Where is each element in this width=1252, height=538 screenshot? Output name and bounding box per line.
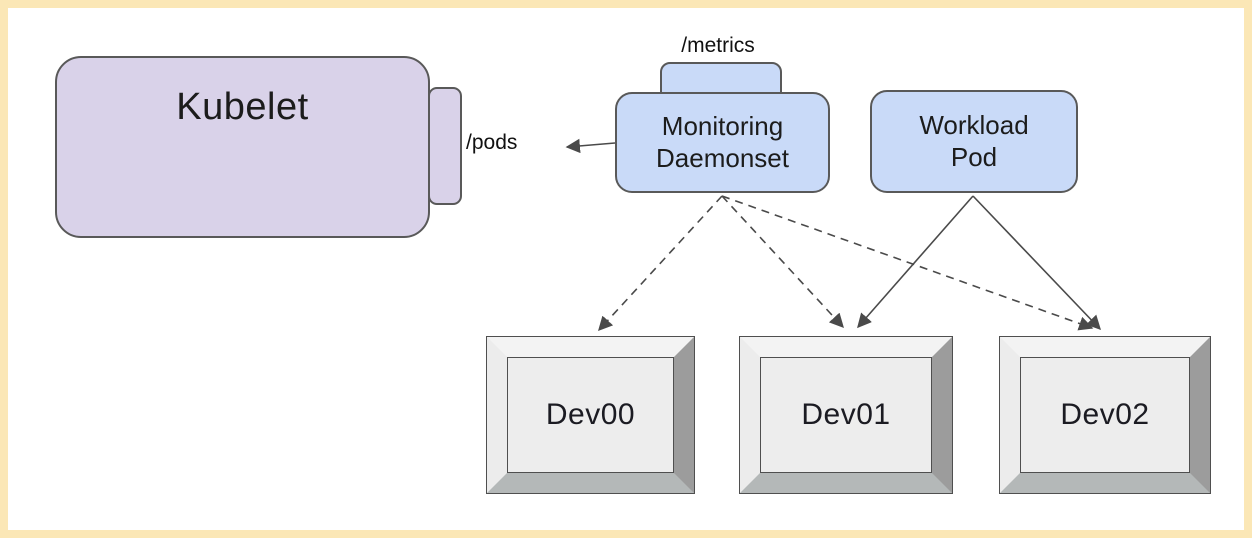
kubelet-port-tab (428, 87, 462, 205)
dev00-label: Dev00 (545, 398, 636, 431)
monitoring-daemonset-label: Monitoring Daemonset (656, 111, 789, 173)
kubelet-node: Kubelet (55, 56, 430, 238)
dev01-node: Dev01 (740, 337, 952, 493)
monitoring-daemonset-node: Monitoring Daemonset (615, 92, 830, 193)
dev01-face: Dev01 (760, 357, 932, 473)
pods-endpoint-label: /pods (466, 131, 518, 154)
dev02-node: Dev02 (1000, 337, 1210, 493)
dev02-label: Dev02 (1060, 398, 1150, 431)
workload-pod-node: Workload Pod (870, 90, 1078, 193)
dev00-node: Dev00 (487, 337, 694, 493)
workload-pod-label: Workload Pod (919, 110, 1029, 172)
metrics-endpoint-label: /metrics (681, 34, 755, 57)
kubelet-label: Kubelet (176, 86, 309, 128)
dev01-label: Dev01 (801, 398, 891, 431)
dev00-face: Dev00 (507, 357, 674, 473)
dev02-face: Dev02 (1020, 357, 1190, 473)
